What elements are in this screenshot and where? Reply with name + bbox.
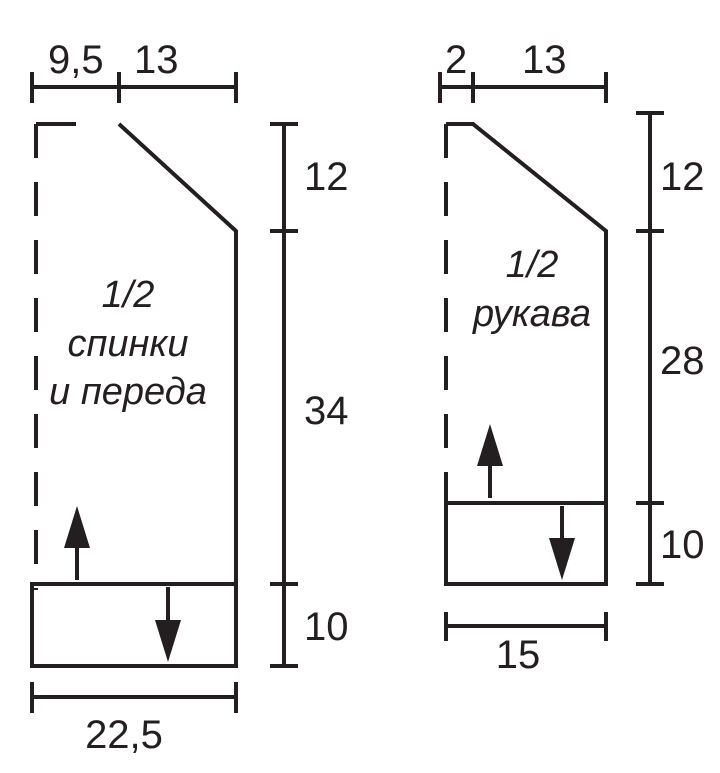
body-up-arrow bbox=[64, 506, 90, 580]
body-side-dim-bottom: 10 bbox=[304, 605, 349, 649]
sleeve-outline bbox=[444, 122, 608, 586]
body-top-dim-left: 9,5 bbox=[48, 38, 104, 82]
sleeve-bottom-dim: 15 bbox=[496, 633, 541, 677]
sleeve-side-dimension: 12 28 10 bbox=[636, 111, 705, 586]
body-bottom-dim: 22,5 bbox=[85, 713, 163, 757]
sleeve-top-dimension: 2 13 bbox=[438, 38, 608, 103]
body-side-dimension: 12 34 10 bbox=[270, 122, 349, 668]
body-bottom-dimension: 22,5 bbox=[30, 682, 238, 757]
body-piece: 1/2 спинки и переда 9,5 13 22,5 12 bbox=[30, 38, 349, 757]
body-outline bbox=[30, 122, 238, 668]
body-label-line-1: 1/2 bbox=[102, 274, 155, 316]
body-side-dim-middle: 34 bbox=[304, 389, 349, 433]
sleeve-piece: 1/2 рукава 2 13 15 12 28 10 bbox=[438, 38, 705, 677]
sleeve-side-dim-bottom: 10 bbox=[660, 523, 705, 567]
sleeve-top-dim-right: 13 bbox=[522, 38, 567, 82]
sleeve-up-arrow bbox=[477, 424, 503, 498]
body-side-dim-top: 12 bbox=[304, 155, 349, 199]
sleeve-side-dim-top: 12 bbox=[660, 155, 705, 199]
body-top-dim-right: 13 bbox=[134, 38, 179, 82]
body-down-arrow bbox=[155, 587, 181, 662]
sleeve-label-line-1: 1/2 bbox=[506, 244, 559, 286]
sleeve-down-arrow bbox=[549, 506, 575, 580]
sleeve-label-line-2: рукава bbox=[472, 293, 591, 335]
body-label-line-2: спинки bbox=[67, 323, 188, 365]
sleeve-top-dim-left: 2 bbox=[445, 38, 467, 82]
body-label-line-3: и переда bbox=[49, 371, 207, 413]
sleeve-side-dim-middle: 28 bbox=[660, 339, 705, 383]
sleeve-bottom-dimension: 15 bbox=[444, 612, 608, 677]
body-top-dimension: 9,5 13 bbox=[30, 38, 238, 103]
